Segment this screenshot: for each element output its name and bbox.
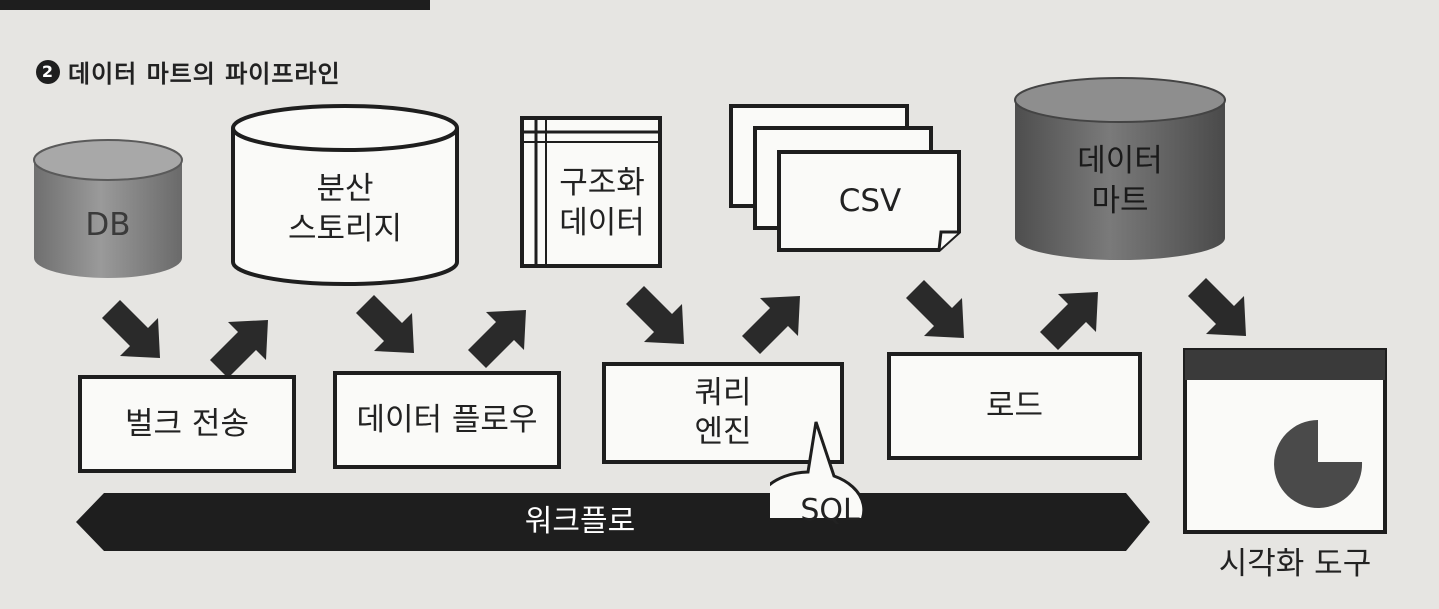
query-engine-box: 쿼리 엔진 xyxy=(602,362,844,464)
arrow-up-flow-to-structured-icon xyxy=(468,310,526,368)
figure-number-badge: 2 xyxy=(36,59,60,84)
visualization-tool-window-icon xyxy=(1183,348,1387,534)
structured-data-line-2: 데이터 xyxy=(559,204,645,241)
data-mart-label: 데이터 마트 xyxy=(1040,142,1200,221)
structured-data-label: 구조화 데이터 xyxy=(546,164,658,243)
data-flow-label: 데이터 플로우 xyxy=(356,401,538,438)
structured-data-sheet-icon xyxy=(520,116,662,268)
structured-data-line-1: 구조화 xyxy=(559,165,645,201)
sql-label: SQL xyxy=(778,492,882,530)
data-mart-line-2: 마트 xyxy=(1091,182,1149,219)
csv-label: CSV xyxy=(790,182,950,222)
data-flow-box: 데이터 플로우 xyxy=(333,371,561,469)
bulk-transfer-box: 벌크 전송 xyxy=(78,375,296,473)
query-engine-line-2: 엔진 xyxy=(694,414,752,450)
arrow-down-structured-to-query-icon xyxy=(626,286,684,344)
figure-title: 2 데이터 마트의 파이프라인 xyxy=(36,54,341,89)
csv-pages-icon xyxy=(729,104,961,252)
csv-label-text: CSV xyxy=(838,183,902,219)
db-label: DB xyxy=(50,206,166,246)
arrow-down-storage-to-flow-icon xyxy=(356,295,414,353)
distributed-storage-line-2: 스토리지 xyxy=(287,210,403,247)
visualization-tool-label-text: 시각화 도구 xyxy=(1218,546,1372,582)
visualization-tool-label: 시각화 도구 xyxy=(1180,545,1410,585)
distributed-storage-line-1: 분산 xyxy=(316,171,374,207)
db-label-text: DB xyxy=(85,207,131,243)
distributed-storage-label: 분산 스토리지 xyxy=(245,170,445,249)
arrow-up-bulk-to-storage-icon xyxy=(210,320,268,378)
load-box: 로드 xyxy=(887,352,1142,460)
arrow-down-csv-to-load-icon xyxy=(906,280,964,338)
workflow-label: 워크플로 xyxy=(470,503,690,541)
data-mart-line-1: 데이터 xyxy=(1077,143,1163,179)
pie-chart-icon xyxy=(1274,420,1363,508)
bulk-transfer-label: 벌크 전송 xyxy=(125,405,249,442)
db-cylinder-icon xyxy=(33,139,183,278)
data-mart-cylinder-icon xyxy=(1014,77,1226,260)
top-edge-bar xyxy=(0,0,430,10)
arrow-up-query-to-csv-icon xyxy=(742,296,800,354)
figure-title-text: 데이터 마트의 파이프라인 xyxy=(68,60,341,88)
workflow-bar-shape xyxy=(76,493,1150,551)
arrow-up-load-to-mart-icon xyxy=(1040,292,1098,350)
distributed-storage-cylinder-icon xyxy=(231,104,459,286)
sql-bubble-shape xyxy=(770,421,866,518)
load-label: 로드 xyxy=(985,387,1044,424)
sql-speech-bubble xyxy=(770,421,866,518)
workflow-label-text: 워크플로 xyxy=(524,504,636,539)
query-engine-line-1: 쿼리 xyxy=(694,375,752,412)
sql-label-text: SQL xyxy=(800,493,860,528)
arrow-down-db-to-bulk-icon xyxy=(102,300,160,358)
arrow-down-mart-to-visualization-icon xyxy=(1188,278,1246,336)
